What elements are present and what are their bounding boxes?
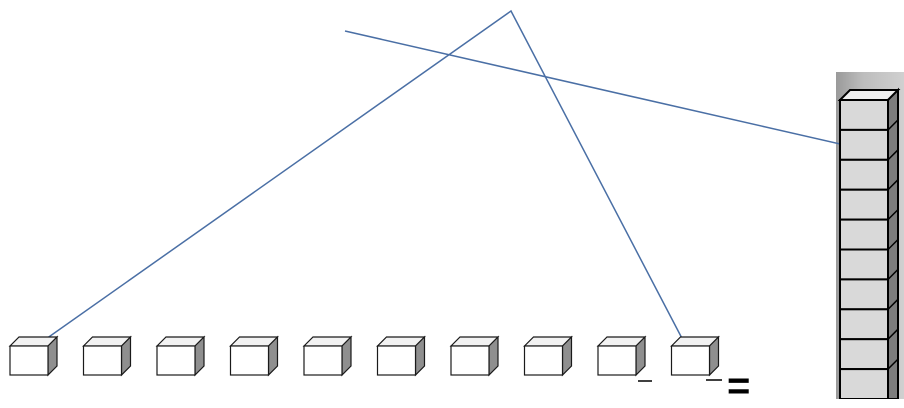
unit-cube [523, 335, 573, 377]
rod-unit-cube [839, 368, 889, 399]
rod-side-edge [887, 298, 899, 310]
connector-line-triangle [35, 9, 687, 347]
cube-front-face [9, 345, 49, 376]
rod-unit-cube [839, 128, 889, 161]
connector-line-to-rod [344, 30, 898, 158]
unit-cube [229, 335, 279, 377]
unit-cube [670, 335, 720, 377]
unit-cube [8, 335, 59, 377]
ten-rod [837, 87, 901, 399]
rod-unit-cube [839, 338, 889, 371]
rod-side-edge [887, 268, 899, 280]
ten-unit-cubes-row [8, 335, 722, 382]
rod-side-edge [887, 119, 899, 131]
equals-sign: = [727, 364, 751, 408]
unit-cube [376, 335, 426, 377]
cube-front-face [597, 345, 637, 376]
connector-lines [35, 9, 898, 347]
cube-front-face [156, 345, 196, 376]
unit-cube [302, 335, 353, 377]
place-value-diagram: = [8, 9, 904, 406]
cube-front-face [670, 345, 711, 376]
rod-unit-cube [839, 278, 889, 311]
cube-front-face [523, 345, 564, 376]
rod-side-edge [887, 209, 899, 221]
cube-front-face [82, 345, 123, 376]
rod-unit-cube [839, 308, 889, 341]
rod-unit-cube [839, 248, 889, 281]
unit-cube [82, 335, 132, 377]
cube-front-face [303, 345, 343, 376]
rod-side-edge [887, 238, 899, 251]
cube-front-face [450, 345, 490, 376]
rod-side-edge [887, 89, 899, 101]
diagram-canvas [8, 9, 901, 399]
unit-cube [449, 335, 500, 377]
rod-side-edge [887, 358, 899, 370]
rod-side-edge [887, 149, 899, 161]
cube-front-face [229, 345, 270, 376]
cube-front-face [376, 345, 417, 376]
rod-side-edge [887, 328, 899, 340]
rod-unit-cube [839, 218, 889, 251]
rod-unit-cube [839, 99, 889, 131]
rod-unit-cube [839, 158, 889, 191]
unit-cube [155, 335, 206, 377]
unit-cube [596, 335, 647, 377]
rod-unit-cube [839, 188, 889, 221]
rod-side-edge [887, 179, 899, 191]
